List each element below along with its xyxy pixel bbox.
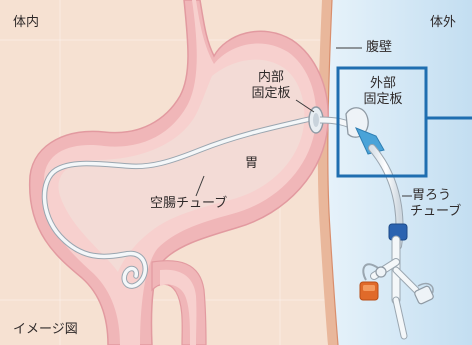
image-note-label: イメージ図 bbox=[13, 322, 78, 338]
internal-plate-label: 内部 固定板 bbox=[236, 70, 306, 102]
outside-body-label: 体外 bbox=[430, 15, 456, 31]
internal-plate-label-line2: 固定板 bbox=[236, 86, 306, 102]
internal-plate-center bbox=[313, 113, 319, 127]
abdominal-wall-label: 腹壁 bbox=[366, 40, 392, 56]
gastrostomy-tube-label: 胃ろう チューブ bbox=[412, 188, 461, 220]
jejunal-tube-label: 空腸チューブ bbox=[150, 196, 227, 212]
external-plate-label-line2: 固定板 bbox=[352, 92, 414, 108]
gastrostomy-tube-label-line2: チューブ bbox=[410, 204, 461, 220]
gastrostomy-tube-label-line1: 胃ろう bbox=[412, 188, 461, 204]
external-plate-label: 外部 固定板 bbox=[352, 76, 414, 108]
internal-plate-label-line1: 内部 bbox=[236, 70, 306, 86]
inside-body-label: 体内 bbox=[13, 15, 39, 31]
orange-port-cap bbox=[360, 282, 378, 300]
stomach-label: 胃 bbox=[245, 156, 258, 172]
external-plate-label-line1: 外部 bbox=[352, 76, 414, 92]
